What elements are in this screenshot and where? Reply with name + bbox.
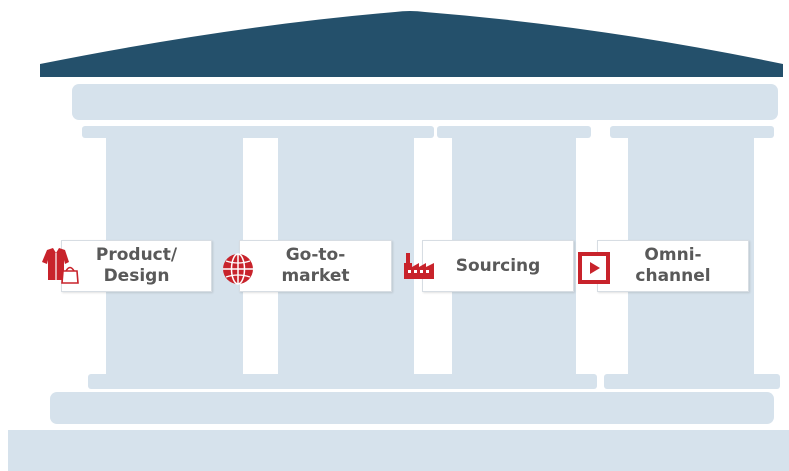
pillar-text: Go-to- market (281, 245, 349, 287)
clothing-icon (42, 248, 79, 284)
pillar-line-2: market (281, 266, 350, 286)
stylobate (50, 392, 774, 424)
pillar-line-1: Go-to- (285, 245, 346, 265)
foundation (8, 430, 789, 471)
pillar-label-product-design: Product/ Design (61, 240, 212, 292)
factory-icon (404, 253, 434, 279)
pillar-text: Sourcing (456, 256, 541, 277)
pillar-label-omni-channel: Omni- channel (597, 240, 749, 292)
pillar-line-1: Product/ (95, 245, 178, 265)
entablature (72, 84, 778, 120)
pillar-line-2: channel (635, 266, 711, 286)
pillar-text: Omni- channel (635, 245, 710, 287)
pillar-line-1: Omni- (644, 245, 702, 265)
pillar-label-sourcing: Sourcing (422, 240, 574, 292)
globe-icon (223, 253, 253, 285)
pillar-line-1: Sourcing (455, 255, 541, 276)
pillar-text: Product/ Design (96, 245, 177, 287)
play-icon (578, 252, 610, 284)
pillar-label-go-to-market: Go-to- market (239, 240, 392, 292)
roof (40, 11, 783, 77)
pillar-line-2: Design (103, 266, 170, 286)
